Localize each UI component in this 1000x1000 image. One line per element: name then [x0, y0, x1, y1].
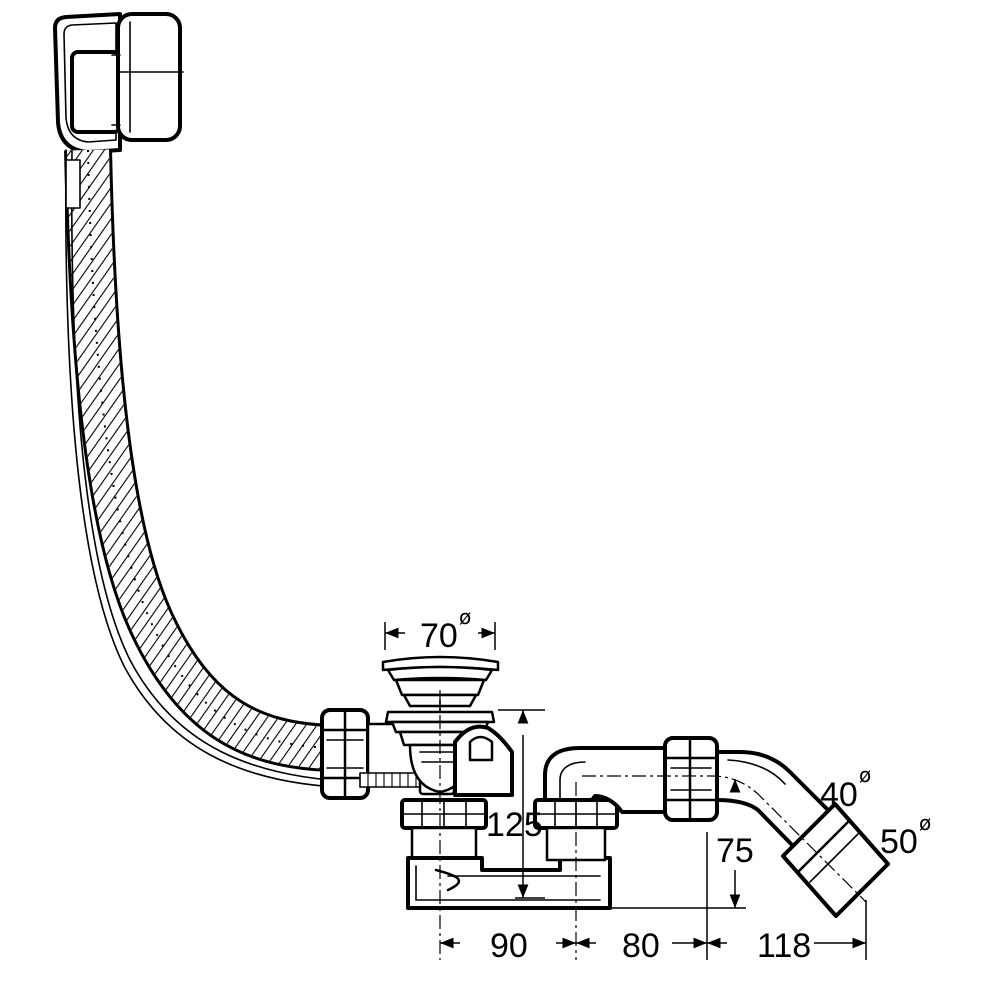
label-pipe-50-diameter: 50 — [880, 823, 918, 861]
dimension-labels: 70 ø 125 75 40 ø 50 ø 90 80 118 — [420, 605, 931, 965]
flex-hose — [64, 149, 332, 772]
label-strainer-diameter: 70 — [420, 617, 458, 655]
overflow-head — [53, 12, 184, 154]
bowden-cable — [64, 149, 361, 789]
label-length-80: 80 — [622, 927, 660, 965]
label-height-125: 125 — [486, 806, 543, 844]
dimension-lines — [384, 622, 867, 960]
label-pipe-40-diameter: 40 — [820, 776, 858, 814]
outlet-union-nut — [663, 736, 719, 822]
label-length-118: 118 — [757, 927, 811, 965]
actuator-housing — [453, 724, 514, 797]
label-length-90: 90 — [490, 927, 528, 965]
union-nut-left — [320, 708, 370, 800]
trap-body — [406, 856, 612, 910]
strainer-plug — [381, 655, 500, 708]
diameter-symbol-40: ø — [859, 763, 871, 787]
outlet-sleeve — [781, 802, 890, 918]
diameter-symbol-50: ø — [919, 811, 931, 835]
centre-nut — [400, 798, 488, 860]
diameter-symbol-70: ø — [459, 605, 471, 629]
label-height-75: 75 — [716, 832, 754, 870]
